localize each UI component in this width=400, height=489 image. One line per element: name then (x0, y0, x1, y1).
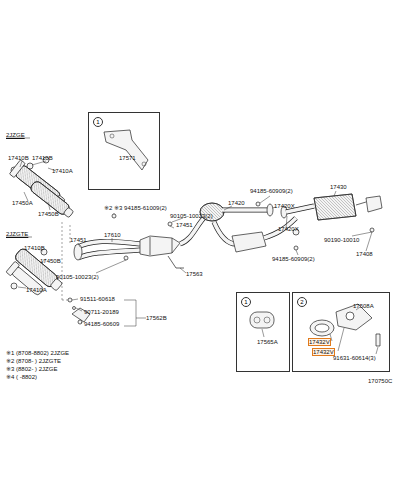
part-number: 17410A (52, 168, 73, 174)
footnote: ※3 (8802- ) 2JZGE (6, 366, 57, 372)
callout-circle: 1 (93, 117, 103, 127)
part-number: 94185-60909(2) (272, 256, 315, 262)
part-number: 91511-60618 (80, 296, 115, 302)
callout-circle: 2 (297, 297, 307, 307)
part-number: 17508A (353, 303, 374, 309)
part-number: 17420X (278, 226, 299, 232)
part-number: 17451 (70, 237, 87, 243)
part-number: 170750C (368, 378, 392, 384)
inset-box: 1 17571 (88, 112, 160, 190)
part-number: 17430 (330, 184, 347, 190)
part-number: 2JZGTE (6, 231, 28, 237)
part-number: 17451 (176, 222, 193, 228)
part-number: 94185-60609 (84, 321, 119, 327)
part-number: 17562B (146, 315, 167, 321)
part-number: 17408 (356, 251, 373, 257)
part-number: 17565A (257, 339, 278, 345)
part-number: 17432V (309, 339, 330, 345)
part-number: 90711-20189 (84, 309, 119, 315)
part-number: 17410B (24, 245, 45, 251)
part-number: 90105-10023(2) (56, 274, 99, 280)
part-number: 2JZGE (6, 132, 25, 138)
part-number: 17563 (186, 271, 203, 277)
inset-box: 217508A17432V17432V91631-60614(3) (292, 292, 390, 372)
part-number: 90190-10010 (324, 237, 359, 243)
footnote: ※2 (8708- ) 2JZGTE (6, 358, 61, 364)
part-number: 17420X (274, 203, 295, 209)
part-number: 17571 (119, 155, 136, 161)
part-number: 17410B (32, 155, 53, 161)
part-number: 17420 (228, 200, 245, 206)
inset-box: 1 17565A (236, 292, 290, 372)
part-number: 17450B (40, 258, 61, 264)
part-number: 94185-60909(2) (250, 188, 293, 194)
part-number: 17450A (12, 200, 33, 206)
part-number: 91631-60614(3) (333, 355, 376, 361)
part-number: ※2 ※3 94185-61009(2) (104, 205, 167, 211)
part-number: 17432V (313, 349, 334, 355)
part-number: 17410A (26, 287, 47, 293)
part-number: 17610 (104, 232, 121, 238)
footnote: ※1 (8708-8802) 2JZGE (6, 350, 69, 356)
footnote: ※4 ( -8802) (6, 374, 37, 380)
part-number: 17410B (8, 155, 29, 161)
callout-circle: 1 (241, 297, 251, 307)
part-number: 90105-10023(2) (170, 213, 213, 219)
part-number: 17450B (38, 211, 59, 217)
